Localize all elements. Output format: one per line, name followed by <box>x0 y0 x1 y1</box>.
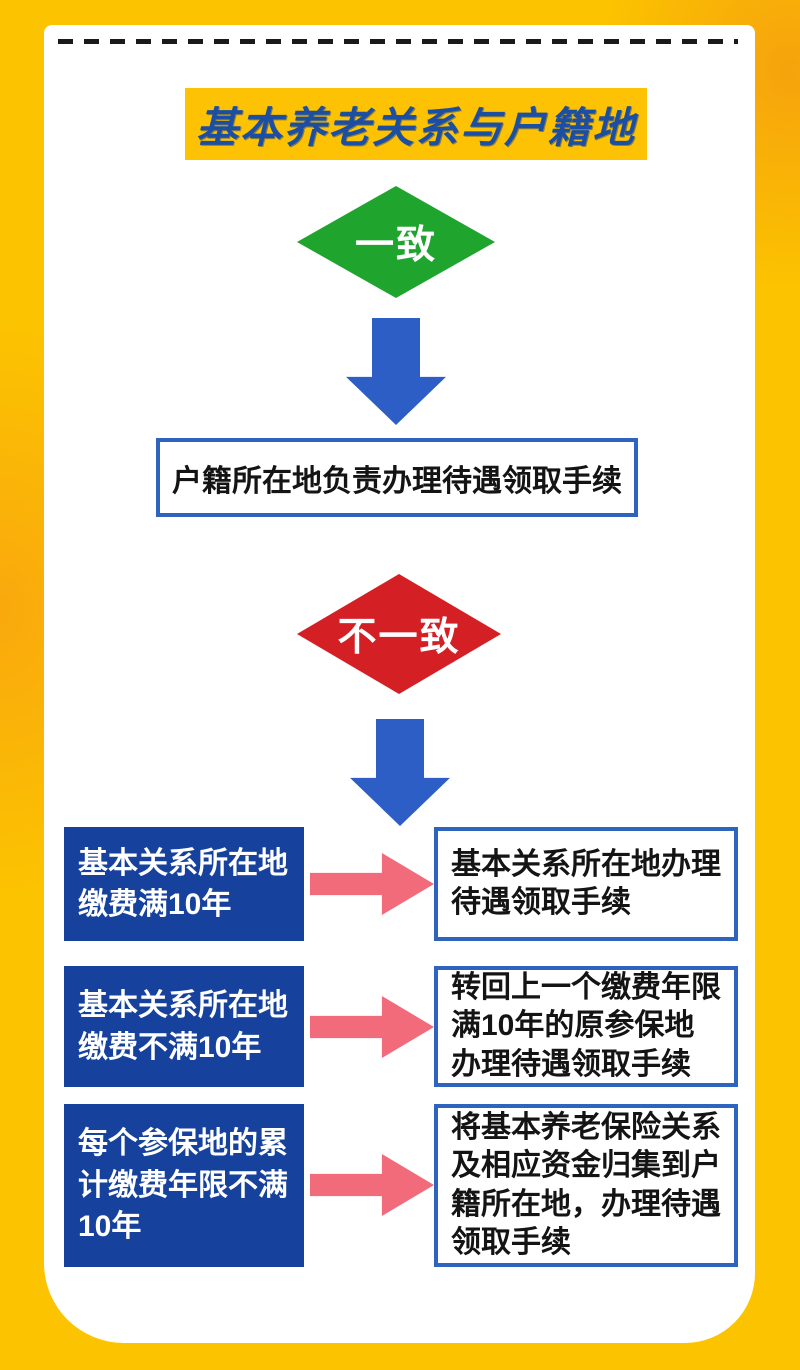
flow-row: 基本关系所在地 缴费满10年 基本关系所在地办理 待遇领取手续 <box>0 827 800 941</box>
match-result-text: 户籍所在地负责办理待遇领取手续 <box>172 464 622 498</box>
action-box: 基本关系所在地办理 待遇领取手续 <box>434 827 738 941</box>
match-result-box: 户籍所在地负责办理待遇领取手续 <box>156 438 638 517</box>
action-text: 基本关系所在地办理 待遇领取手续 <box>451 847 721 919</box>
flow-row: 基本关系所在地 缴费不满10年 转回上一个缴费年限 满10年的原参保地 办理待遇… <box>0 966 800 1087</box>
condition-text: 基本关系所在地 缴费满10年 <box>78 846 288 921</box>
right-arrow-icon <box>310 853 434 915</box>
condition-box: 基本关系所在地 缴费满10年 <box>64 827 304 941</box>
condition-box: 每个参保地的累 计缴费年限不满 10年 <box>64 1104 304 1267</box>
right-arrow-icon <box>310 996 434 1058</box>
condition-box: 基本关系所在地 缴费不满10年 <box>64 966 304 1087</box>
condition-text: 每个参保地的累 计缴费年限不满 10年 <box>78 1127 288 1244</box>
action-box: 转回上一个缴费年限 满10年的原参保地 办理待遇领取手续 <box>434 966 738 1087</box>
action-text: 将基本养老保险关系 及相应资金归集到户 籍所在地，办理待遇 领取手续 <box>451 1111 721 1259</box>
mismatch-decision-label: 不一致 <box>337 616 461 659</box>
condition-text: 基本关系所在地 缴费不满10年 <box>78 989 288 1064</box>
page-title: 基本养老关系与户籍地 <box>195 103 636 151</box>
title-banner: 基本养老关系与户籍地 <box>185 88 647 160</box>
action-box: 将基本养老保险关系 及相应资金归集到户 籍所在地，办理待遇 领取手续 <box>434 1104 738 1267</box>
match-decision-label: 一致 <box>354 224 437 267</box>
action-text: 转回上一个缴费年限 满10年的原参保地 办理待遇领取手续 <box>451 971 721 1081</box>
right-arrow-icon <box>310 1154 434 1216</box>
flow-row: 每个参保地的累 计缴费年限不满 10年 将基本养老保险关系 及相应资金归集到户 … <box>0 1104 800 1267</box>
top-dashed-divider <box>58 39 738 44</box>
